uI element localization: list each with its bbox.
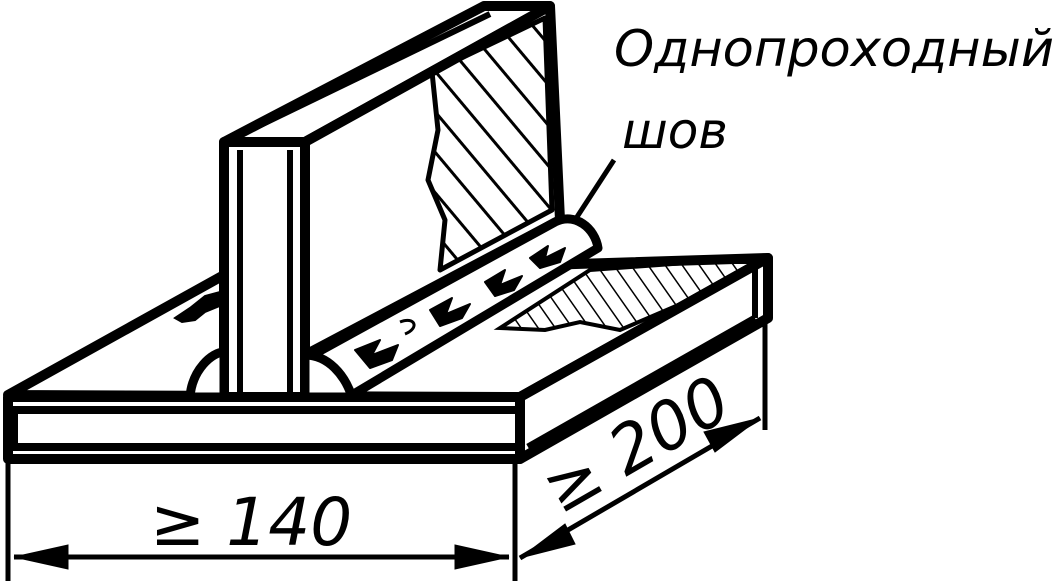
dimension-width-arrow-left — [13, 544, 69, 570]
dimension-depth — [518, 318, 768, 561]
weld-seam-right-bead — [300, 350, 357, 402]
annotation-leader-line — [572, 158, 617, 222]
dimension-width-arrow-right — [454, 544, 510, 570]
weld-seam — [185, 214, 603, 402]
annotation-line-2: шов — [622, 102, 728, 160]
dimension-depth-arrow-top — [703, 417, 761, 453]
vertical-plate-cut-surface — [425, 15, 555, 273]
base-plate-side-face — [515, 253, 773, 464]
annotation-line-1: Однопроходный — [614, 20, 1054, 78]
vertical-plate — [219, 1, 565, 402]
weld-seam-left-bead — [185, 347, 229, 402]
dimension-width — [5, 459, 518, 581]
dimension-depth-arrow-bottom — [519, 523, 576, 559]
base-plate-cut-surface — [493, 260, 761, 333]
dimension-width-label: ≥ 140 — [150, 484, 352, 561]
